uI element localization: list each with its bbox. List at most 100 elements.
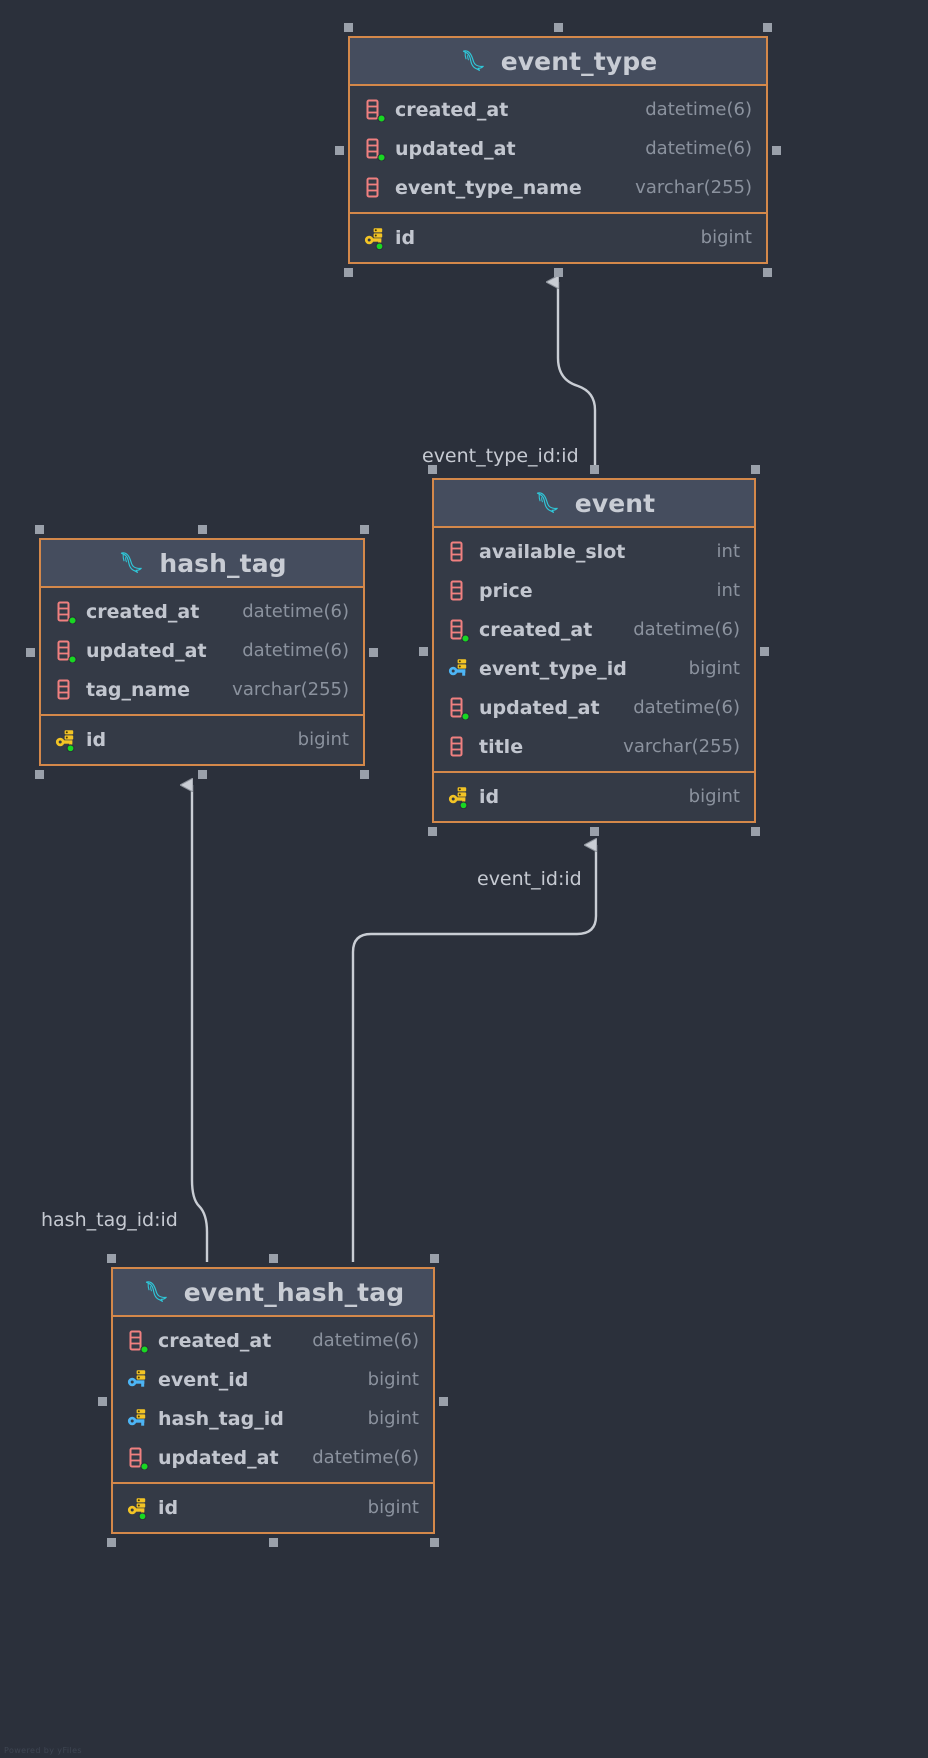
table-node-event[interactable]: event available_slot int price int creat… <box>432 478 756 823</box>
column-icon <box>366 138 386 161</box>
column-row[interactable]: price int <box>434 571 754 610</box>
selection-handle[interactable] <box>760 647 769 656</box>
column-group-regular: created_at datetime(6) event_id bigint h… <box>113 1317 433 1482</box>
column-type: int <box>716 580 740 601</box>
column-name: event_type_id <box>479 657 627 680</box>
table-header-hash_tag[interactable]: hash_tag <box>41 540 363 588</box>
selection-handle[interactable] <box>369 648 378 657</box>
selection-handle[interactable] <box>335 146 344 155</box>
table-header-event[interactable]: event <box>434 480 754 528</box>
column-row[interactable]: updated_at datetime(6) <box>434 688 754 727</box>
column-name: created_at <box>479 618 593 641</box>
column-icon <box>450 736 463 756</box>
selection-handle[interactable] <box>430 1254 439 1263</box>
column-row[interactable]: created_at datetime(6) <box>434 610 754 649</box>
selection-handle[interactable] <box>98 1397 107 1406</box>
column-row[interactable]: title varchar(255) <box>434 727 754 766</box>
selection-handle[interactable] <box>35 770 44 779</box>
selection-handle[interactable] <box>763 23 772 32</box>
selection-handle[interactable] <box>428 827 437 836</box>
column-type: bigint <box>367 1408 419 1429</box>
selection-handle[interactable] <box>751 827 760 836</box>
selection-handle[interactable] <box>344 23 353 32</box>
column-icon <box>366 99 386 122</box>
column-row[interactable]: id bigint <box>41 720 363 759</box>
table-header-event_hash_tag[interactable]: event_hash_tag <box>113 1269 433 1317</box>
column-row[interactable]: event_type_id bigint <box>434 649 754 688</box>
selection-handle[interactable] <box>198 525 207 534</box>
table-node-hash_tag[interactable]: hash_tag created_at datetime(6) updated_… <box>39 538 365 766</box>
column-icon <box>450 697 470 720</box>
column-row[interactable]: id bigint <box>350 218 766 257</box>
selection-handle[interactable] <box>360 770 369 779</box>
selection-handle[interactable] <box>772 146 781 155</box>
column-name: updated_at <box>158 1446 279 1469</box>
column-name: price <box>479 579 533 602</box>
column-row[interactable]: id bigint <box>113 1488 433 1527</box>
column-row[interactable]: hash_tag_id bigint <box>113 1399 433 1438</box>
selection-handle[interactable] <box>751 465 760 474</box>
column-type: int <box>716 541 740 562</box>
selection-handle[interactable] <box>360 525 369 534</box>
selection-handle[interactable] <box>590 827 599 836</box>
selection-handle[interactable] <box>269 1254 278 1263</box>
column-name: tag_name <box>86 678 191 701</box>
selection-handle[interactable] <box>430 1538 439 1547</box>
column-row[interactable]: id bigint <box>434 777 754 816</box>
column-icon <box>57 640 77 663</box>
selection-handle[interactable] <box>554 268 563 277</box>
selection-handle[interactable] <box>554 23 563 32</box>
column-group-primary-key: id bigint <box>113 1482 433 1532</box>
selection-handle[interactable] <box>439 1397 448 1406</box>
column-icon <box>450 580 463 600</box>
selection-handle[interactable] <box>428 465 437 474</box>
primary-key-icon <box>127 1497 147 1520</box>
column-name: title <box>479 735 524 758</box>
edge-label-event-type-id: event_type_id:id <box>422 445 579 467</box>
column-row[interactable]: tag_name varchar(255) <box>41 670 363 709</box>
selection-handle[interactable] <box>344 268 353 277</box>
foreign-key-icon <box>448 658 467 676</box>
column-type: bigint <box>700 227 752 248</box>
column-type: bigint <box>688 658 740 679</box>
selection-handle[interactable] <box>590 465 599 474</box>
table-title: event_type <box>500 46 658 76</box>
column-row[interactable]: created_at datetime(6) <box>113 1321 433 1360</box>
table-header-event_type[interactable]: event_type <box>350 38 766 86</box>
selection-handle[interactable] <box>107 1254 116 1263</box>
column-row[interactable]: event_type_name varchar(255) <box>350 168 766 207</box>
column-name: updated_at <box>86 639 207 662</box>
column-name: id <box>479 785 500 808</box>
column-type: datetime(6) <box>312 1447 419 1468</box>
column-type: bigint <box>688 786 740 807</box>
column-row[interactable]: updated_at datetime(6) <box>350 129 766 168</box>
selection-handle[interactable] <box>26 648 35 657</box>
column-group-primary-key: id bigint <box>41 714 363 764</box>
column-group-primary-key: id bigint <box>434 771 754 821</box>
mysql-dolphin-icon <box>462 50 484 71</box>
column-row[interactable]: updated_at datetime(6) <box>113 1438 433 1477</box>
selection-handle[interactable] <box>269 1538 278 1547</box>
column-name: available_slot <box>479 540 626 563</box>
column-group-primary-key: id bigint <box>350 212 766 262</box>
column-type: datetime(6) <box>242 601 349 622</box>
table-node-event_hash_tag[interactable]: event_hash_tag created_at datetime(6) ev… <box>111 1267 435 1534</box>
primary-key-icon <box>55 729 75 752</box>
selection-handle[interactable] <box>419 647 428 656</box>
column-type: datetime(6) <box>633 697 740 718</box>
column-row[interactable]: updated_at datetime(6) <box>41 631 363 670</box>
column-row[interactable]: available_slot int <box>434 532 754 571</box>
selection-handle[interactable] <box>198 770 207 779</box>
column-icon <box>129 1447 149 1470</box>
column-type: datetime(6) <box>645 138 752 159</box>
column-row[interactable]: created_at datetime(6) <box>350 90 766 129</box>
selection-handle[interactable] <box>107 1538 116 1547</box>
column-row[interactable]: event_id bigint <box>113 1360 433 1399</box>
selection-handle[interactable] <box>763 268 772 277</box>
column-name: created_at <box>395 98 509 121</box>
table-node-event_type[interactable]: event_type created_at datetime(6) update… <box>348 36 768 264</box>
selection-handle[interactable] <box>35 525 44 534</box>
column-row[interactable]: created_at datetime(6) <box>41 592 363 631</box>
column-icon <box>450 619 470 642</box>
